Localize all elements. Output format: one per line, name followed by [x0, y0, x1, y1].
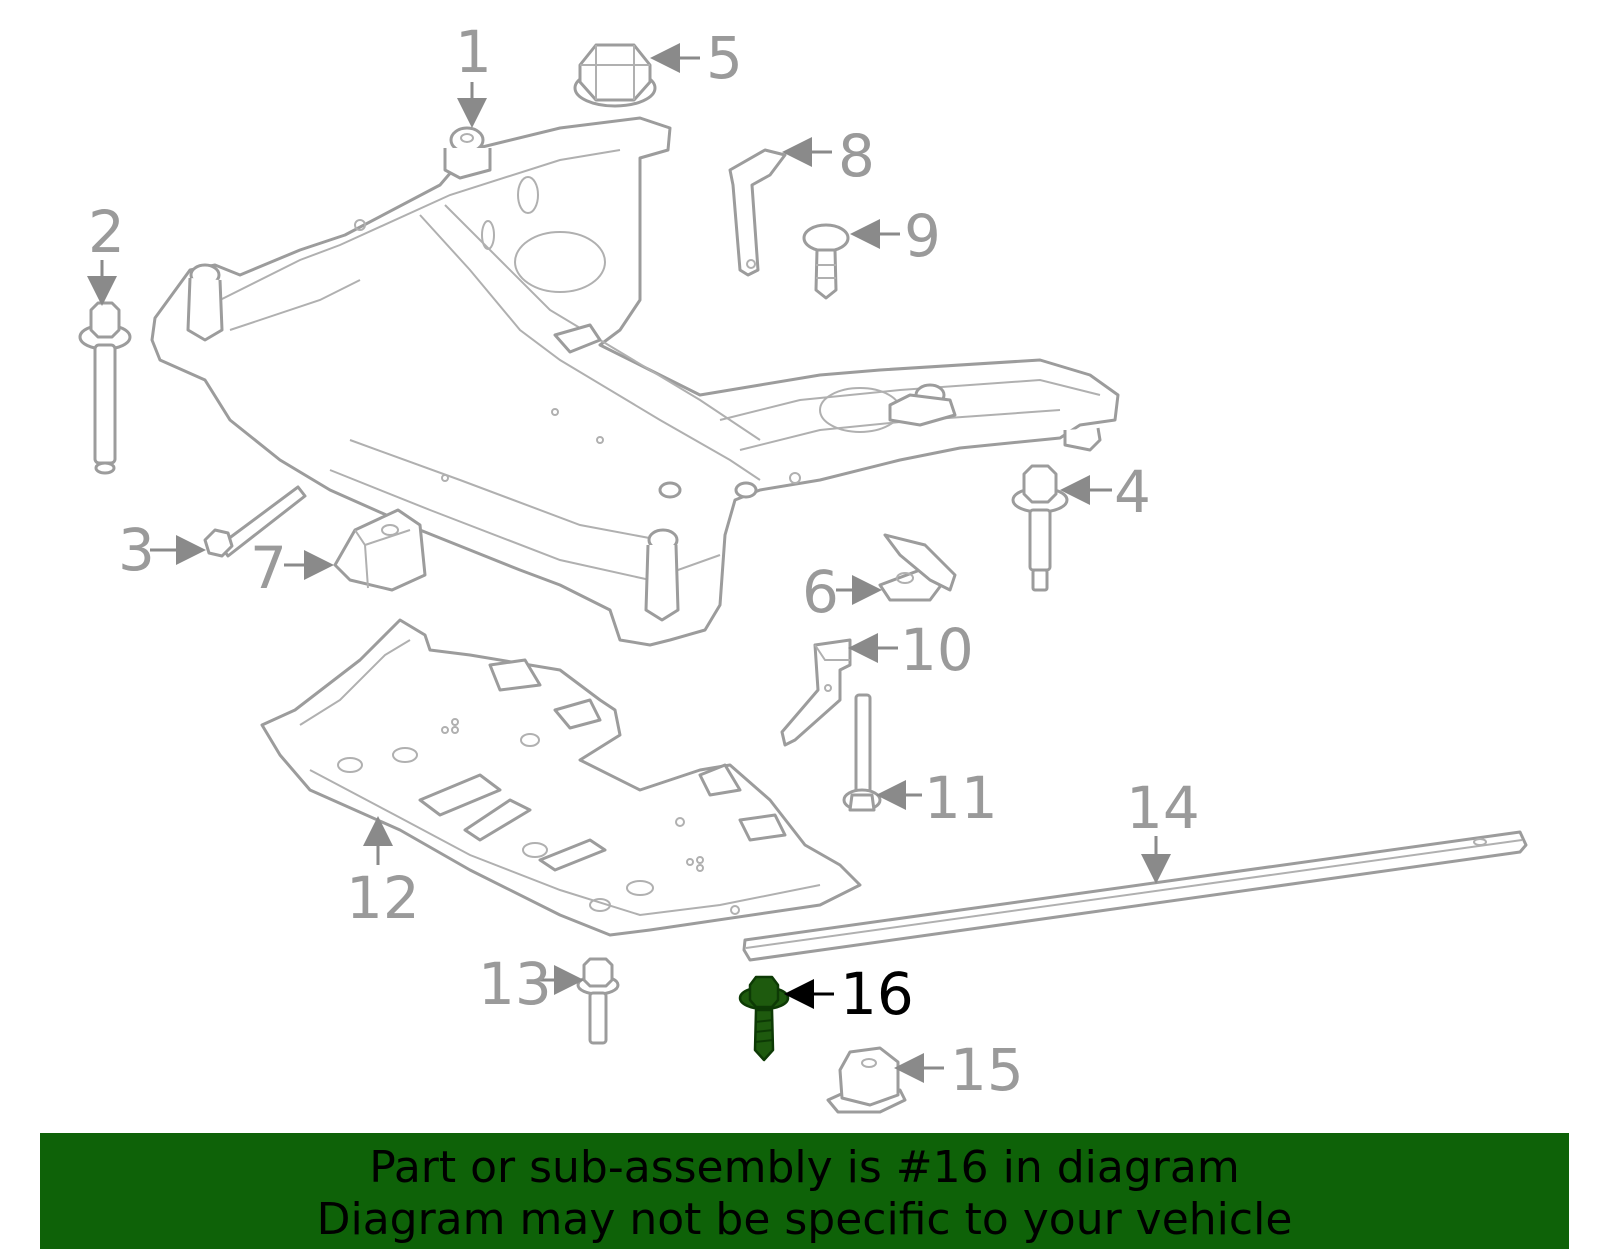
callout-2: 2 — [88, 198, 125, 266]
callout-13: 13 — [478, 950, 552, 1018]
banner-line-disclaimer: Diagram may not be specific to your vehi… — [316, 1194, 1293, 1245]
part-2-bolt — [78, 301, 132, 475]
banner-line-part: Part or sub-assembly is #16 in diagram — [369, 1142, 1240, 1193]
callout-5: 5 — [706, 24, 743, 92]
part-16-screw — [738, 975, 790, 1062]
callout-11: 11 — [924, 764, 998, 832]
callout-3: 3 — [118, 516, 155, 584]
part-10-bracket — [780, 638, 852, 747]
part-13-bolt — [576, 957, 620, 1045]
callout-10: 10 — [900, 616, 974, 684]
part-14-strip — [742, 830, 1528, 962]
callout-14: 14 — [1126, 774, 1200, 842]
callout-12: 12 — [346, 864, 420, 932]
callout-7: 7 — [250, 534, 287, 602]
part-5-nut — [573, 43, 657, 108]
callout-6: 6 — [802, 558, 839, 626]
callout-1: 1 — [455, 18, 492, 86]
callout-8: 8 — [838, 122, 875, 190]
callout-9: 9 — [904, 202, 941, 270]
part-4-bolt — [1011, 464, 1069, 592]
callout-4: 4 — [1114, 458, 1151, 526]
info-banner: Part or sub-assembly is #16 in diagram D… — [40, 1133, 1569, 1249]
callout-15: 15 — [950, 1036, 1024, 1104]
part-15-clip-nut — [826, 1046, 907, 1114]
leader-lines — [87, 43, 1171, 1083]
part-6-bracket — [878, 533, 957, 602]
callout-labels: 1 2 3 4 5 6 7 8 9 10 11 12 13 14 15 16 — [88, 18, 1200, 1104]
callout-16: 16 — [840, 960, 914, 1028]
part-3-bolt — [203, 485, 307, 558]
part-12-shield — [260, 618, 862, 937]
part-11-bolt — [842, 693, 882, 812]
part-8-bracket — [728, 148, 787, 277]
part-7-bracket — [333, 508, 427, 592]
part-9-clip — [802, 223, 850, 300]
